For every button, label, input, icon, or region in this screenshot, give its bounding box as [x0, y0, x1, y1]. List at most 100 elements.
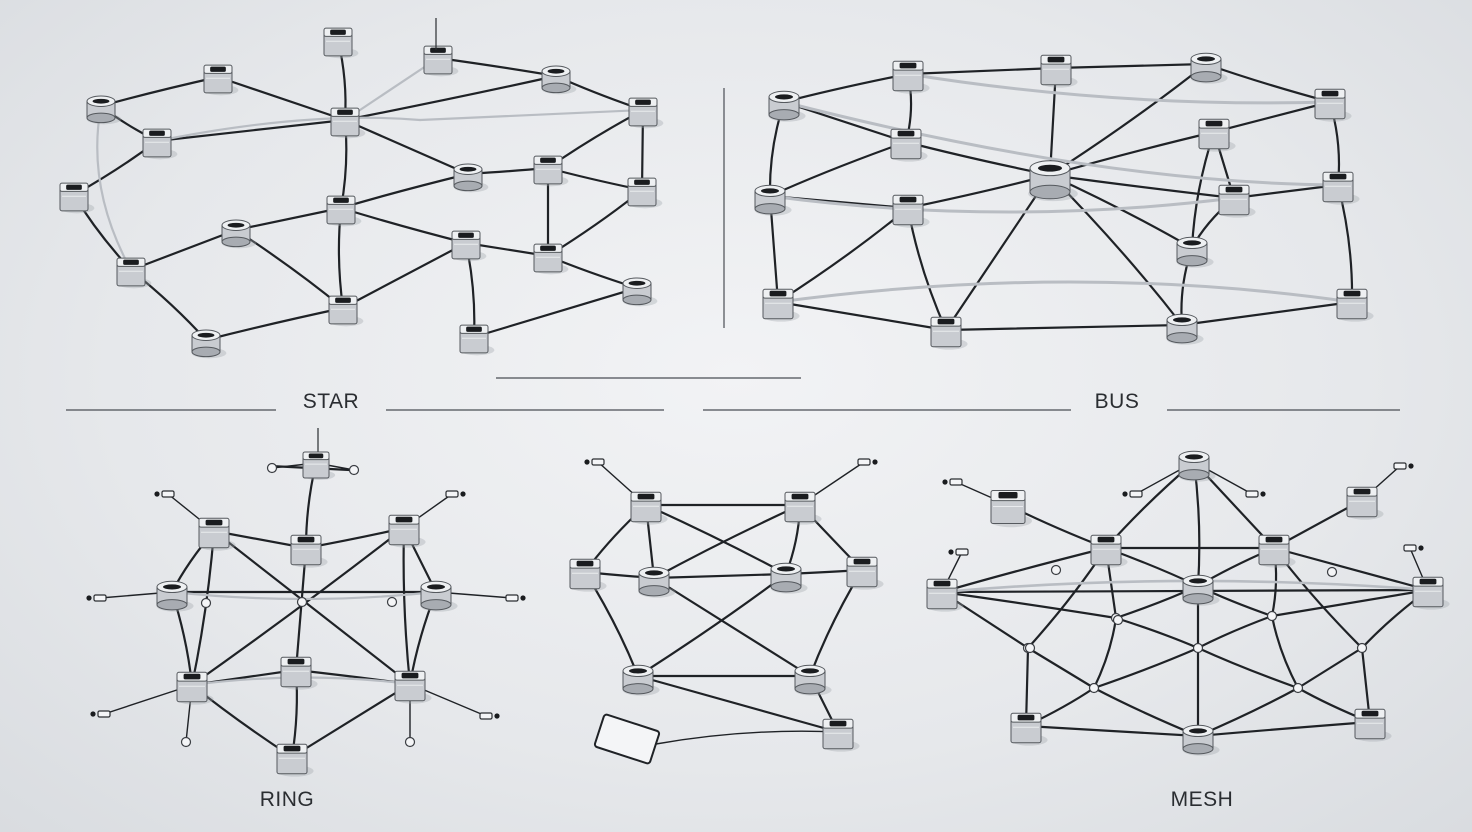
- cable: [1026, 646, 1096, 690]
- ring-node: [394, 670, 432, 704]
- cable: [940, 546, 1108, 594]
- center-node: [630, 491, 668, 525]
- cable: [339, 206, 468, 245]
- center-node: [822, 718, 860, 752]
- dividers: [66, 88, 1400, 411]
- node-base: [770, 581, 802, 593]
- plug-tip: [948, 549, 954, 555]
- node-port: [1321, 90, 1339, 97]
- node-port: [92, 98, 110, 104]
- center-node: [770, 562, 808, 594]
- mesh-node: [1258, 534, 1296, 568]
- node-port: [540, 245, 556, 251]
- node-port: [183, 673, 201, 680]
- node-port: [430, 47, 446, 53]
- ring-node: [156, 580, 194, 612]
- ring-node: [420, 580, 458, 612]
- junction-dot: [1112, 614, 1124, 626]
- node-port: [333, 197, 349, 203]
- node-port: [1173, 317, 1191, 323]
- plug-connector: [445, 490, 466, 498]
- node-port: [1343, 290, 1361, 297]
- plug-tip: [520, 595, 526, 601]
- node-port: [210, 66, 226, 72]
- star-node: [328, 295, 364, 327]
- star-node: [459, 324, 495, 356]
- node-port: [458, 232, 474, 238]
- node-port: [283, 745, 301, 752]
- node-port: [645, 570, 663, 576]
- node-port: [634, 179, 650, 185]
- mesh-node: [1354, 708, 1392, 742]
- cable: [1196, 614, 1274, 650]
- plug-body: [97, 710, 111, 718]
- cable: [644, 503, 788, 576]
- node-base: [622, 683, 654, 695]
- cable: [906, 173, 1052, 210]
- node-port: [401, 672, 419, 679]
- node-port: [1265, 536, 1283, 543]
- node-port: [1047, 56, 1065, 63]
- cable: [155, 116, 422, 143]
- ring-network: [86, 428, 884, 777]
- cable: [472, 286, 639, 339]
- cable: [1048, 130, 1216, 177]
- bus-node: [892, 60, 930, 94]
- plug-body: [591, 458, 605, 466]
- node-port: [1038, 164, 1062, 172]
- plug-body: [445, 490, 459, 498]
- mesh-network: [926, 450, 1450, 756]
- star-node: [533, 155, 569, 187]
- mesh-node: [926, 578, 964, 612]
- node-base: [420, 599, 452, 611]
- bus-node: [754, 184, 792, 216]
- junction-dot: [296, 596, 308, 608]
- plug-connector: [942, 478, 963, 486]
- bus-node: [1218, 184, 1256, 218]
- plug-connector: [1245, 490, 1266, 498]
- node-port: [540, 157, 556, 163]
- mesh-node: [989, 490, 1033, 528]
- junction-dot: [1326, 566, 1338, 578]
- node-port: [1189, 728, 1207, 734]
- star-node: [451, 230, 487, 262]
- node-port: [829, 720, 847, 727]
- bus-node: [892, 194, 930, 228]
- cable: [1024, 724, 1200, 738]
- mesh-label: MESH: [1170, 788, 1234, 811]
- node-port: [791, 493, 809, 500]
- mesh-node: [1090, 534, 1128, 568]
- tablet-device: [593, 713, 661, 765]
- junction-dot: [1292, 682, 1304, 694]
- plug-tip: [942, 479, 948, 485]
- node-port: [853, 558, 871, 565]
- plug-body: [93, 594, 107, 602]
- cable: [99, 75, 220, 108]
- mesh-node: [1010, 712, 1048, 746]
- plug-tip: [494, 713, 500, 719]
- cable: [1092, 646, 1200, 690]
- node-port: [459, 166, 477, 172]
- plug-connector: [1403, 544, 1424, 552]
- node-port: [801, 668, 819, 674]
- node-port: [1017, 714, 1035, 721]
- plug-body: [949, 478, 963, 486]
- cable: [652, 576, 812, 678]
- node-port: [427, 584, 445, 590]
- node-port: [933, 580, 951, 587]
- plug-connector: [857, 458, 878, 466]
- junction-dot: [1088, 682, 1100, 694]
- cable: [402, 526, 412, 686]
- mesh-node: [1182, 724, 1220, 756]
- cable: [96, 104, 133, 272]
- node-port: [227, 222, 245, 228]
- node-port: [628, 280, 646, 286]
- node-port: [337, 109, 353, 115]
- cable: [339, 172, 470, 210]
- star-node: [541, 65, 577, 95]
- node-port: [66, 184, 82, 190]
- node-base: [453, 180, 483, 192]
- plug-connector: [1393, 462, 1414, 470]
- bus-node: [768, 90, 806, 122]
